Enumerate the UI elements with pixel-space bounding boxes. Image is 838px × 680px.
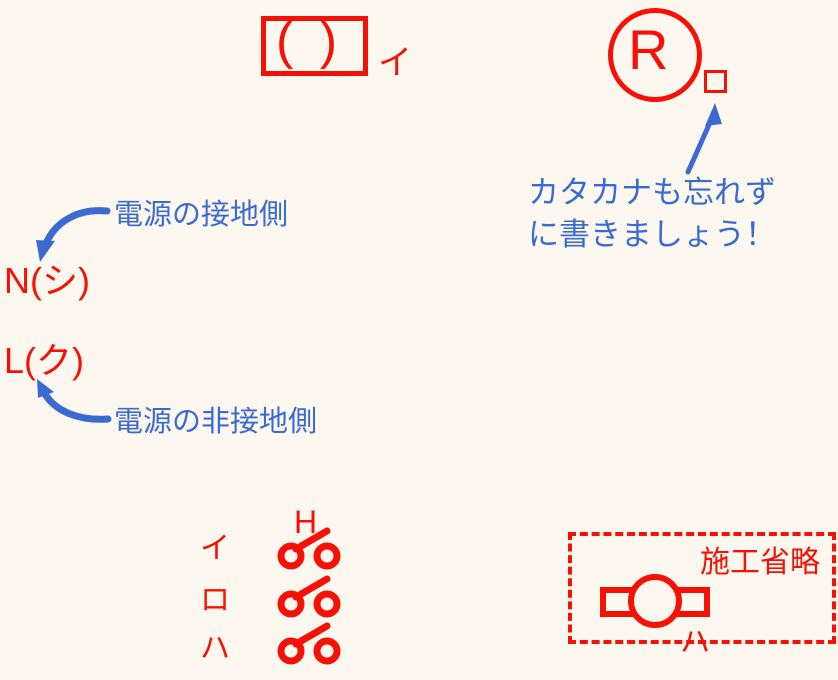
arrow-to-live-terminal xyxy=(37,379,112,423)
grounded-side-label: 電源の接地側 xyxy=(114,199,289,231)
outlet-kana-label: イ xyxy=(378,44,412,82)
switch-kana-label-2: ハ xyxy=(200,632,230,665)
switch-symbol-row-0 xyxy=(277,527,341,570)
outlet-symbol-box xyxy=(261,16,368,76)
arrow-to-kana-square xyxy=(685,103,722,175)
switch-symbol-row-2 xyxy=(277,622,341,665)
remote-kana-square-icon xyxy=(704,70,727,93)
ceiling-lamp-symbol xyxy=(600,574,710,628)
switch-kana-label-0: イ xyxy=(200,532,230,565)
outlet-symbol-text: ( ) xyxy=(276,12,344,70)
remote-letter: R xyxy=(628,18,669,81)
arrow-to-neutral-terminal xyxy=(36,207,111,262)
neutral-terminal-label: N(シ) xyxy=(4,260,90,301)
switch-table-header: H xyxy=(294,504,318,540)
omitted-construction-label: 施工省略 xyxy=(700,546,820,579)
switch-kana-label-1: ロ xyxy=(200,584,230,617)
omitted-construction-border xyxy=(568,532,836,644)
ungrounded-side-label: 電源の非接地側 xyxy=(114,406,318,438)
live-terminal-label: L(ク) xyxy=(4,340,84,381)
remote-circle-outline xyxy=(608,8,702,102)
switch-symbol-row-1 xyxy=(277,575,341,618)
lamp-kana-label: ハ xyxy=(680,626,710,659)
katakana-reminder-note: カタカナも忘れず に書きましょう！ xyxy=(528,175,776,252)
